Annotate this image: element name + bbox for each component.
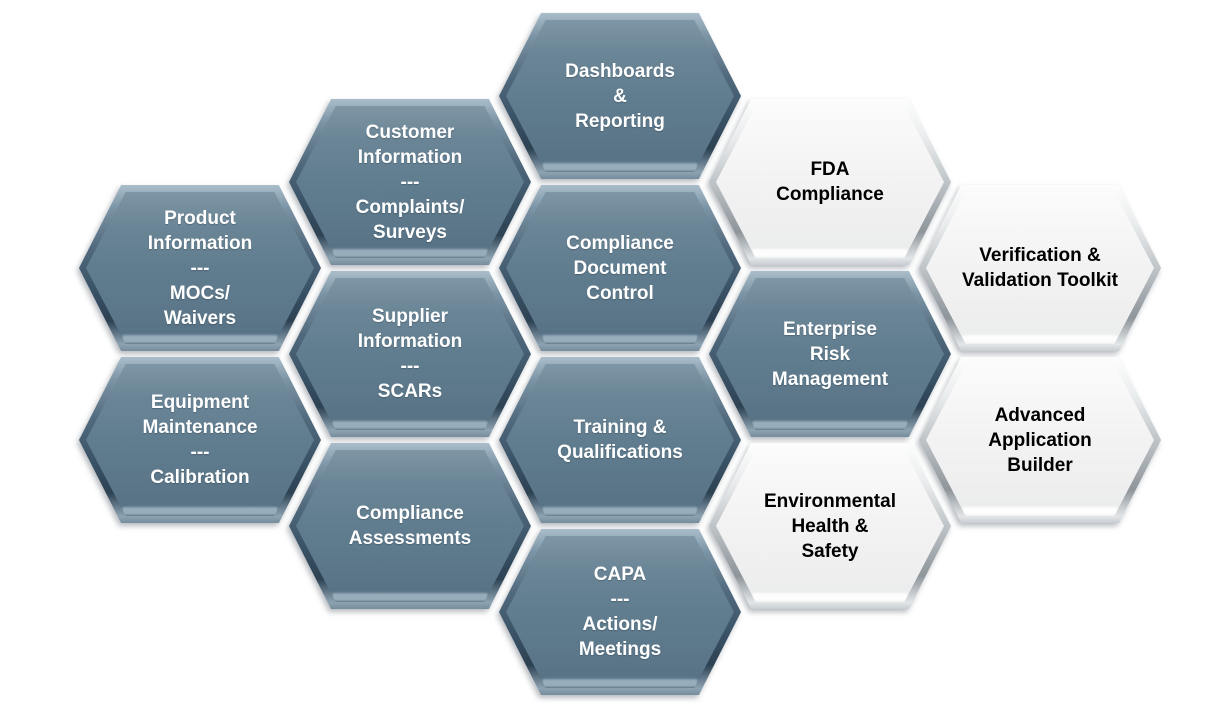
hex-capa-actions-meetings: CAPA --- Actions/ Meetings: [499, 529, 741, 695]
hex-label: Advanced Application Builder: [988, 404, 1092, 476]
hex-compliance-document-control: Compliance Document Control: [499, 185, 741, 351]
hex-environmental-health-safety: Environmental Health & Safety: [709, 443, 951, 609]
hexagon-shape: Compliance Document Control: [499, 185, 741, 351]
hex-dashboards-reporting: Dashboards & Reporting: [499, 13, 741, 179]
hexagon-shape: FDA Compliance: [709, 99, 951, 265]
hexagon-shape: Equipment Maintenance --- Calibration: [79, 357, 321, 523]
hexagon-shape: Compliance Assessments: [289, 443, 531, 609]
hex-label: FDA Compliance: [776, 159, 884, 205]
hex-label: Equipment Maintenance --- Calibration: [142, 392, 258, 488]
hex-verification-validation-toolkit: Verification & Validation Toolkit: [919, 185, 1161, 351]
hex-advanced-application-builder: Advanced Application Builder: [919, 357, 1161, 523]
hex-label: Compliance Document Control: [566, 232, 674, 304]
hex-customer-information: Customer Information --- Complaints/ Sur…: [289, 99, 531, 265]
hexagon-shape: Enterprise Risk Management: [709, 271, 951, 437]
hexagon-shape: Training & Qualifications: [499, 357, 741, 523]
hex-label: CAPA --- Actions/ Meetings: [578, 564, 662, 660]
hex-training-qualifications: Training & Qualifications: [499, 357, 741, 523]
hex-label: Product Information --- MOCs/ Waivers: [147, 207, 253, 329]
hexagon-shape: Supplier Information --- SCARs: [289, 271, 531, 437]
hex-label: Compliance Assessments: [348, 503, 472, 549]
hex-fda-compliance: FDA Compliance: [709, 99, 951, 265]
hex-compliance-assessments: Compliance Assessments: [289, 443, 531, 609]
hexagon-shape: Environmental Health & Safety: [709, 443, 951, 609]
hexagon-shape: CAPA --- Actions/ Meetings: [499, 529, 741, 695]
hex-product-information: Product Information --- MOCs/ Waivers: [79, 185, 321, 351]
hex-label: Dashboards & Reporting: [565, 60, 675, 132]
hexagon-shape: Dashboards & Reporting: [499, 13, 741, 179]
hexagon-shape: Advanced Application Builder: [919, 357, 1161, 523]
hex-label: Customer Information --- Complaints/ Sur…: [355, 121, 465, 243]
hex-label: Training & Qualifications: [557, 417, 683, 463]
hex-label: Verification & Validation Toolkit: [962, 245, 1118, 291]
hex-enterprise-risk-management: Enterprise Risk Management: [709, 271, 951, 437]
hexagon-shape: Customer Information --- Complaints/ Sur…: [289, 99, 531, 265]
hex-label: Enterprise Risk Management: [771, 318, 889, 390]
hex-label: Environmental Health & Safety: [764, 490, 896, 562]
hex-equipment-maintenance: Equipment Maintenance --- Calibration: [79, 357, 321, 523]
hex-label: Supplier Information --- SCARs: [357, 306, 463, 402]
hex-supplier-information: Supplier Information --- SCARs: [289, 271, 531, 437]
hexagon-shape: Verification & Validation Toolkit: [919, 185, 1161, 351]
hexagon-shape: Product Information --- MOCs/ Waivers: [79, 185, 321, 351]
